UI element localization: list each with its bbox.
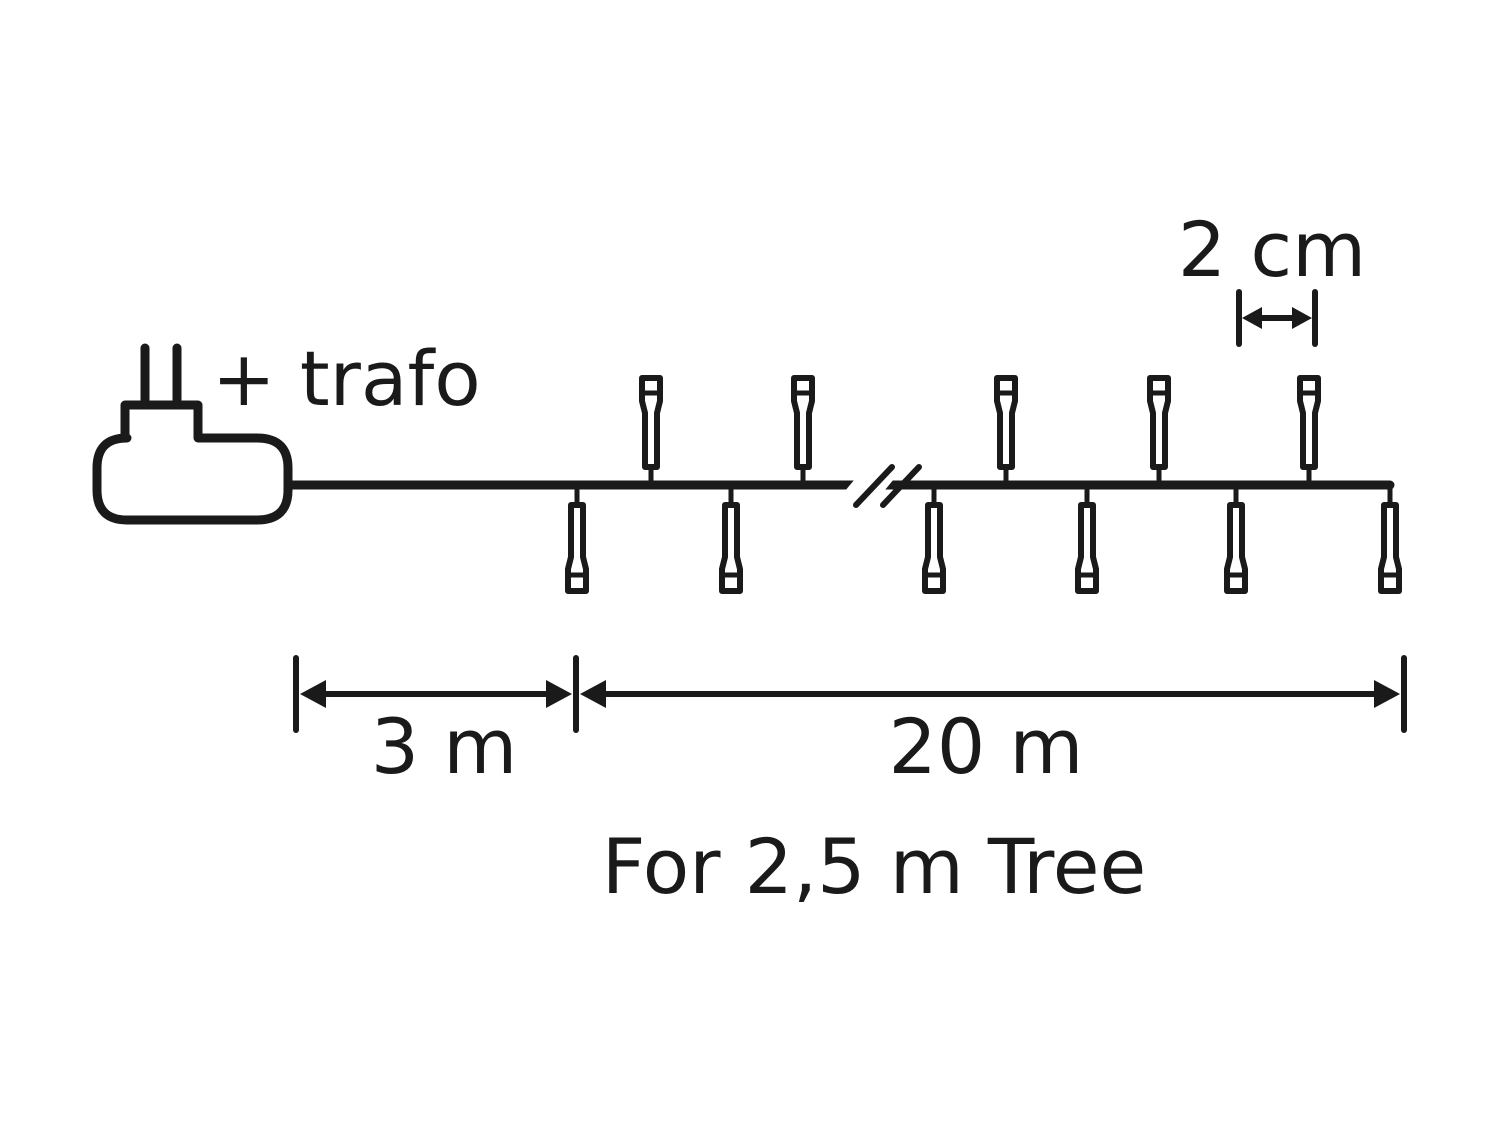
plug-transformer-icon <box>92 343 293 525</box>
led-bulb-icon <box>1224 482 1248 594</box>
break-mark-icon <box>840 454 922 516</box>
plug-label: + trafo <box>212 334 481 423</box>
led-bulb-icon <box>1378 482 1402 594</box>
led-bulb-icon <box>791 375 815 488</box>
led-bulb-icon <box>1147 375 1171 488</box>
spacing-label: 2 cm <box>1178 205 1366 294</box>
spacing-dimension <box>1236 289 1318 347</box>
led-bulb-icon <box>565 482 589 594</box>
string-length-label: 20 m <box>889 702 1084 791</box>
led-bulb-icon <box>994 375 1018 488</box>
led-bulb-icon <box>639 375 663 488</box>
lead-length-label: 3 m <box>371 702 518 791</box>
led-bulb-icon <box>719 482 743 594</box>
led-bulb-icon <box>1075 482 1099 594</box>
led-bulb-icon <box>922 482 946 594</box>
led-bulb-icon <box>1297 375 1321 488</box>
usage-label: For 2,5 m Tree <box>602 822 1146 911</box>
length-dimension <box>293 655 1407 733</box>
